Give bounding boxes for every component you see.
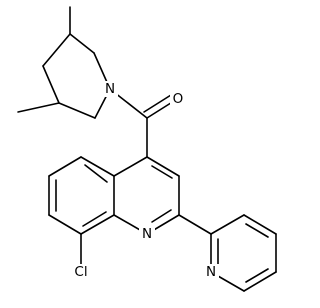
label-background: [70, 264, 92, 280]
pyridyl-ring: [178, 214, 277, 292]
chemical-structure-diagram: N O N N Cl: [17, 6, 277, 292]
carbonyl-double-bond: [146, 100, 175, 119]
quinoline-nitrogen-label: N: [142, 226, 152, 242]
inner-double-bond: [151, 165, 173, 179]
inner-double-bond: [245, 268, 269, 283]
bond: [80, 214, 115, 235]
carbonyl-double-bond: [143, 94, 172, 113]
bond: [178, 214, 212, 235]
inner-double-bond: [151, 209, 172, 223]
bond: [42, 65, 60, 104]
bond: [48, 214, 82, 235]
bond: [58, 102, 96, 119]
piperidine-ring: [17, 6, 111, 119]
carbonyl-oxygen-label: O: [173, 91, 184, 107]
label-background: [102, 81, 118, 97]
bond: [146, 156, 180, 177]
quinoline-benzo-ring: [48, 156, 115, 268]
piperidine-nitrogen-label: N: [105, 81, 115, 97]
label-background: [139, 226, 155, 242]
chlorine-label: Cl: [74, 264, 87, 280]
quinoline-pyridine-ring: [113, 156, 180, 235]
bond: [243, 271, 277, 292]
atom-labels: N O N N Cl: [70, 81, 219, 280]
bond: [69, 33, 95, 54]
amide-linkage: [109, 88, 175, 158]
bond: [243, 214, 277, 235]
bond: [113, 156, 148, 177]
bond: [42, 33, 71, 67]
label-background: [170, 91, 186, 107]
inner-double-bond: [84, 164, 108, 183]
inner-double-bond: [82, 211, 107, 227]
bond: [48, 156, 82, 177]
label-background: [203, 264, 219, 280]
bond: [80, 156, 115, 177]
bond: [210, 214, 245, 235]
inner-double-bond: [245, 223, 269, 238]
pyridine-nitrogen-label: N: [206, 264, 216, 280]
methyl-bond-bottom: [17, 102, 60, 113]
